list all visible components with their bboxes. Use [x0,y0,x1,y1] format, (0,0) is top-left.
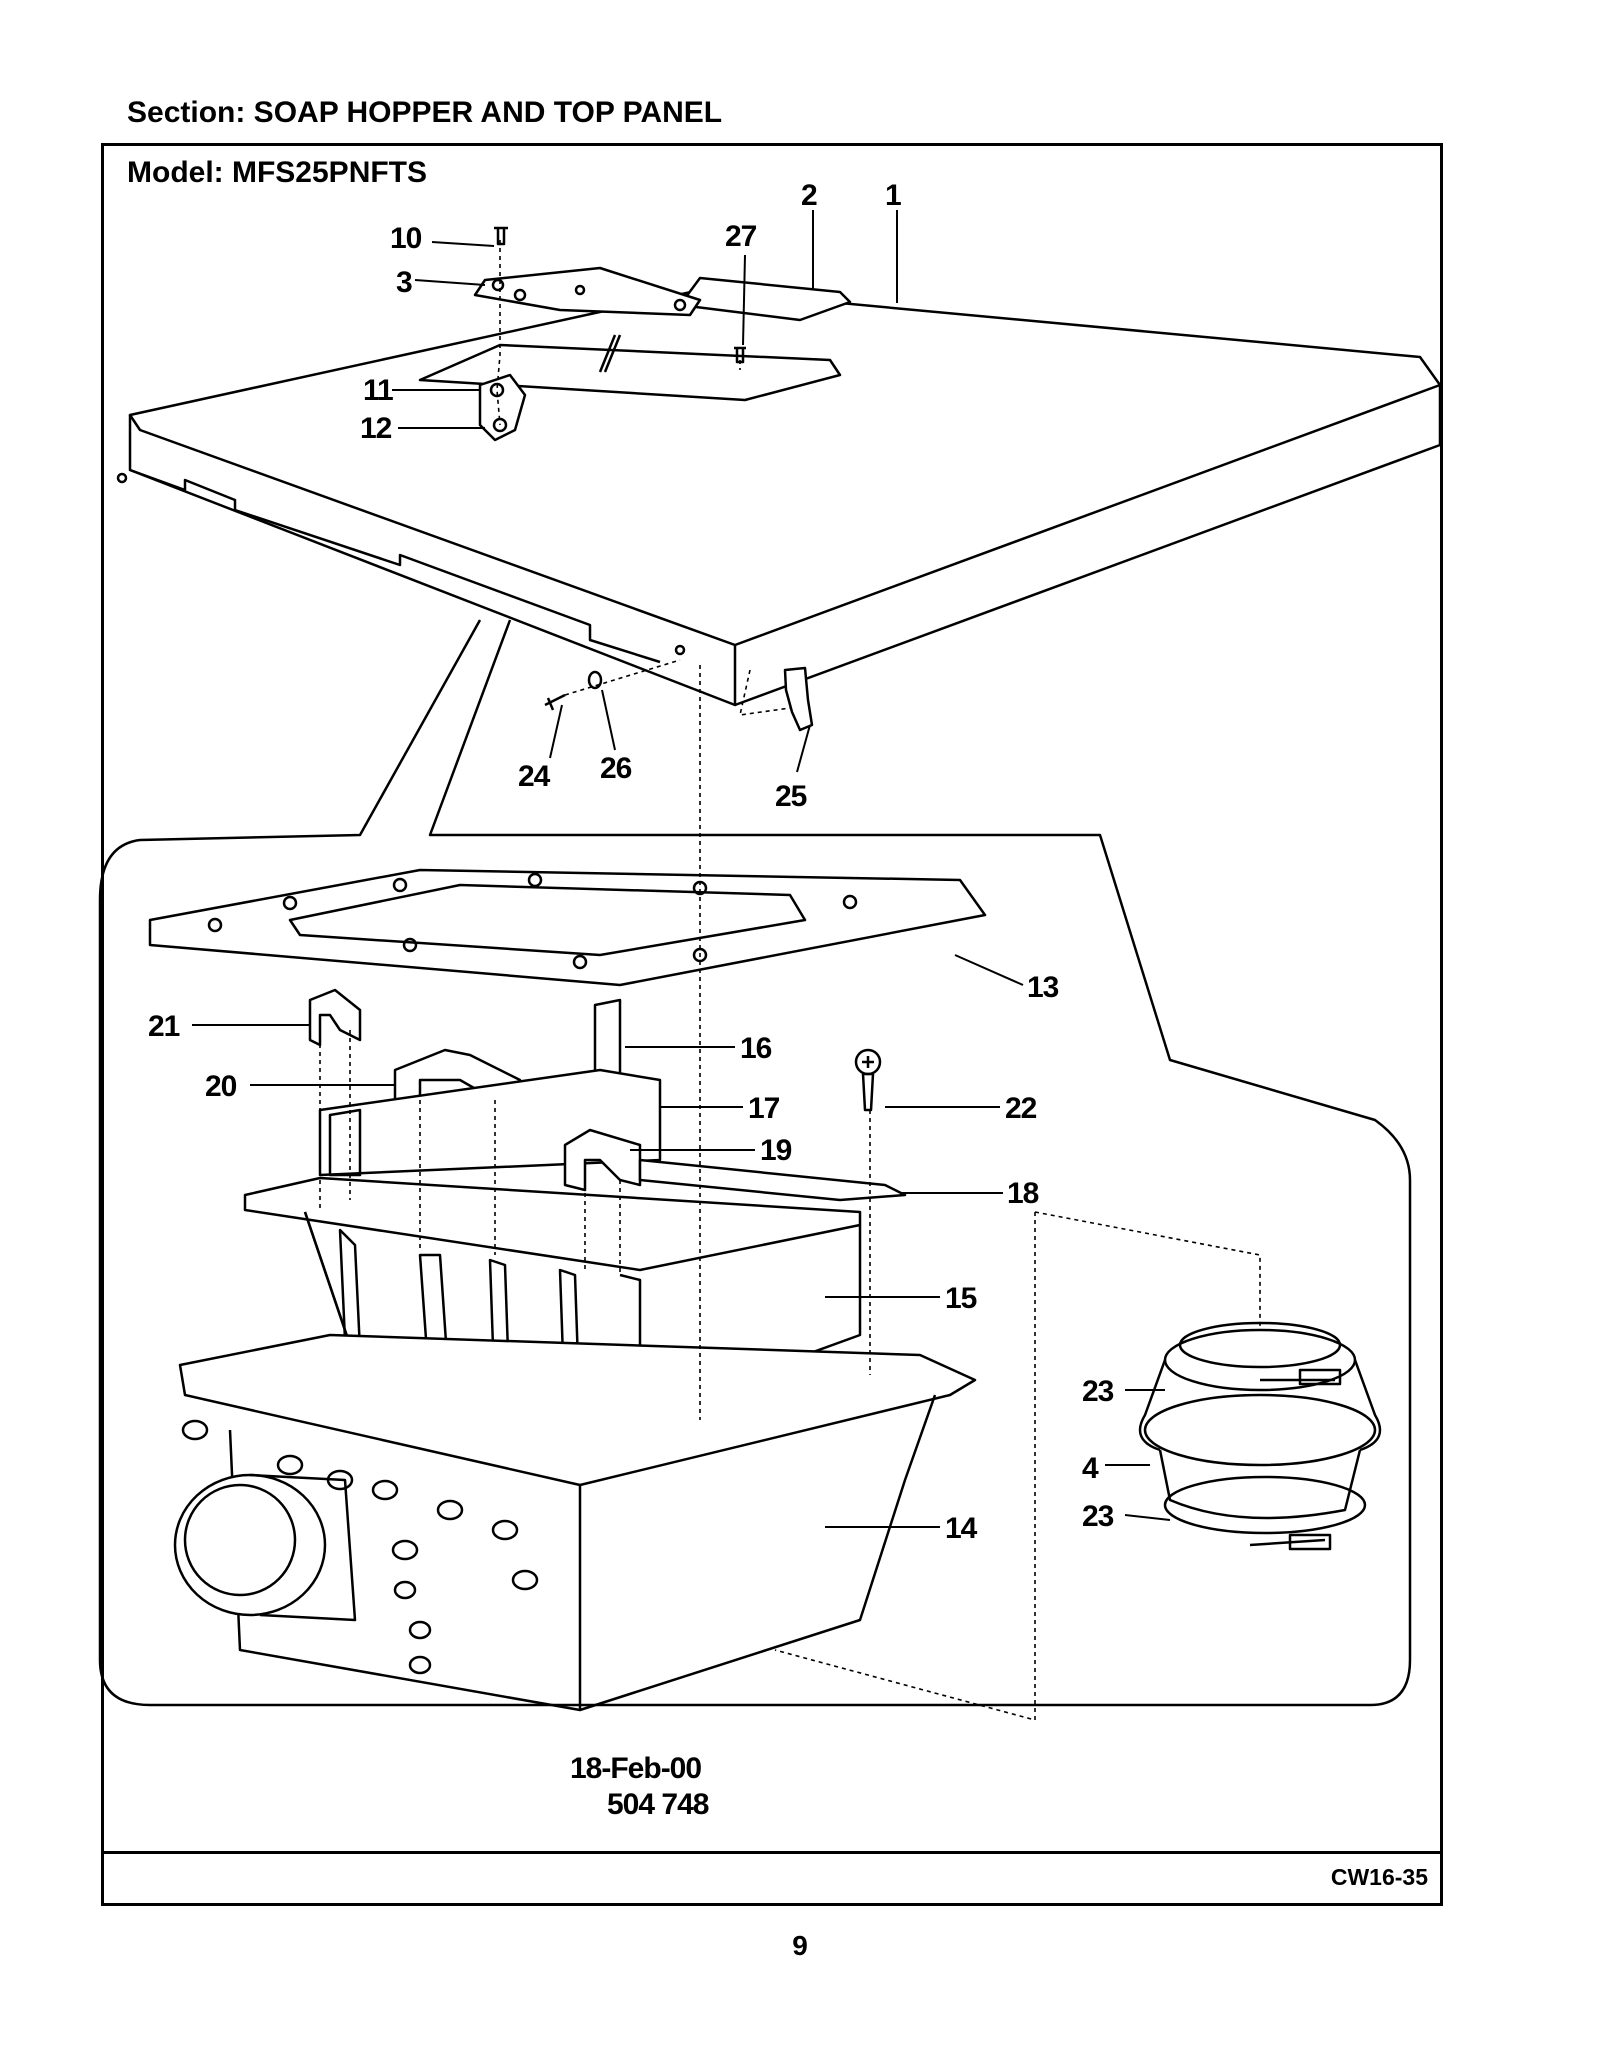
callout-15: 15 [945,1282,977,1315]
hopper-gasket [148,868,987,987]
callout-4: 4 [1082,1452,1099,1485]
callout-25: 25 [775,780,807,813]
callout-14: 14 [945,1512,978,1545]
callout-11: 11 [363,374,393,407]
footer-divider [101,1851,1443,1854]
top-panel [116,288,1442,707]
callout-13: 13 [1027,971,1059,1004]
callout-16: 16 [740,1032,772,1065]
reference-code: CW16-35 [1330,1864,1428,1890]
callout-21: 21 [148,1010,180,1043]
top-bracket [473,266,852,322]
model-label: Model: MFS25PNFTS [127,156,428,189]
callout-24: 24 [518,760,551,793]
dispenser-tub [173,1333,977,1712]
page-number: 9 [792,1930,808,1961]
callout-17: 17 [748,1092,780,1125]
callout-18: 18 [1007,1177,1039,1210]
section-title: Section: SOAP HOPPER AND TOP PANEL [127,96,723,129]
callout-1: 1 [885,179,901,212]
revision-date: 18-Feb-00 [570,1752,702,1785]
callout-23-lower: 23 [1082,1500,1114,1533]
callout-27: 27 [725,220,757,253]
callout-20: 20 [205,1070,237,1103]
callout-10: 10 [390,222,422,255]
document-number: 504 748 [607,1788,709,1821]
hose-assembly [1138,1321,1382,1551]
callout-2: 2 [801,179,817,212]
callout-26: 26 [600,752,632,785]
callout-3: 3 [396,266,412,299]
callout-19: 19 [760,1134,792,1167]
callout-12: 12 [360,412,392,445]
diagram-frame [101,143,1443,1906]
callout-22: 22 [1005,1092,1037,1125]
callout-23-upper: 23 [1082,1375,1114,1408]
